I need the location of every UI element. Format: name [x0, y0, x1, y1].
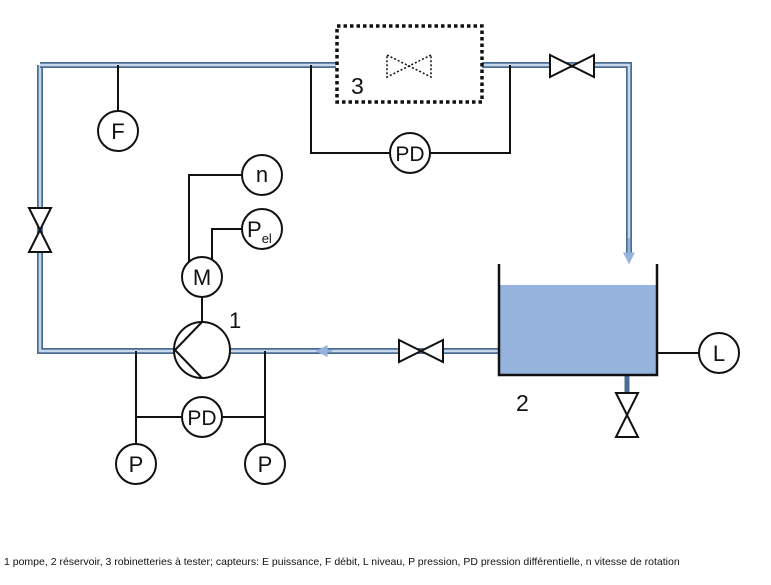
main-pipe-inner: [38, 65, 175, 353]
svg-text:Pel: Pel: [247, 217, 272, 246]
top-right-pipe-outer: [482, 62, 632, 255]
motor: M: [181, 256, 223, 298]
test-section-box: [335, 24, 484, 104]
power-sensor: Pel: [241, 208, 283, 250]
test-section: 3: [335, 24, 484, 104]
test-valve-icon: [386, 53, 432, 79]
svg-text:PD: PD: [395, 143, 424, 166]
flow-sensor: F: [97, 110, 139, 152]
svg-text:n: n: [256, 162, 268, 187]
valve-return-icon: [398, 338, 444, 364]
svg-text:PD: PD: [187, 407, 216, 430]
reservoir: 2: [497, 264, 659, 416]
valve-left-icon: [27, 207, 53, 253]
valve-drain-icon: [614, 392, 640, 438]
pump-pressure-lines: [135, 351, 266, 444]
pump-body: [173, 321, 231, 379]
svg-text:P: P: [258, 452, 273, 477]
valve-top-right-icon: [549, 53, 595, 79]
main-pipe-outer: [37, 65, 175, 354]
reservoir-number: 2: [516, 390, 529, 416]
test-section-number: 3: [351, 73, 364, 99]
pump: 1: [173, 308, 241, 379]
test-diff-pressure-sensor: PD: [389, 132, 431, 174]
pressure-sensor-left: P: [115, 443, 157, 485]
svg-text:P: P: [129, 452, 144, 477]
pump-number: 1: [229, 308, 241, 333]
pressure-sensor-right: P: [244, 443, 286, 485]
reservoir-water: [499, 285, 657, 375]
svg-text:F: F: [111, 119, 124, 144]
top-right-pipe-inner: [482, 63, 631, 255]
test-rig-schematic: 3 PD F 2 L: [27, 24, 740, 485]
main-pipe: [37, 62, 632, 392]
figure-caption: 1 pompe, 2 réservoir, 3 robinetteries à …: [4, 556, 680, 568]
test-pd-loop: [310, 65, 511, 154]
svg-text:L: L: [713, 341, 725, 366]
level-sensor: L: [698, 332, 740, 374]
pump-symbol: [173, 321, 203, 379]
pump-diff-pressure-sensor: PD: [181, 396, 223, 438]
reservoir-walls: [497, 264, 659, 377]
speed-sensor: n: [241, 154, 283, 196]
motor-sensor-lines: [188, 174, 242, 262]
svg-text:M: M: [193, 265, 211, 290]
